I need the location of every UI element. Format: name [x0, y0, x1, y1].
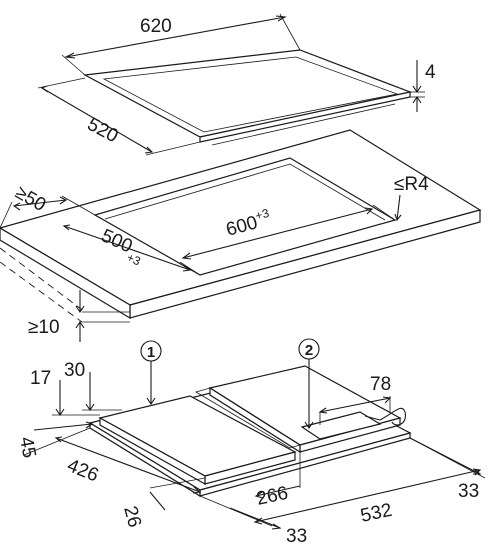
width-266-label: 266: [255, 483, 290, 510]
hob-depth-dimension: [37, 77, 201, 156]
front-clearance-label: ≥50: [12, 182, 50, 216]
hob-thickness-label: 4: [425, 62, 436, 83]
bottom-33-dimension: [199, 495, 282, 530]
worktop-clearance-dimension: [75, 290, 130, 342]
offset-30-label: 30: [64, 360, 85, 381]
worktop-clearance-label: ≥10: [28, 317, 60, 338]
right-33-label: 33: [458, 481, 479, 502]
depth-426-label: 426: [64, 455, 101, 486]
offset-17-label: 17: [30, 368, 51, 389]
offset-17-dimension: [52, 380, 100, 416]
callout-1: [140, 340, 162, 405]
bottom-33-label: 33: [286, 526, 307, 547]
cutout-depth-dimension: [62, 224, 192, 272]
connection-box: [300, 407, 406, 440]
connector-78-dimension: [318, 396, 392, 425]
hob-width-label: 620: [140, 16, 172, 37]
cutout-front-clearance-dimension: [0, 195, 96, 229]
callout-1-label: 1: [147, 344, 155, 361]
front-45-dimension: [23, 421, 94, 456]
hob-depth-label: 520: [84, 114, 122, 147]
hob-thickness-dimension: [410, 60, 425, 112]
offset-30-dimension: [82, 372, 122, 411]
callout-2-label: 2: [305, 342, 313, 359]
hob-unit-1: [98, 395, 297, 486]
offset-26-label: 26: [119, 504, 145, 530]
cutout-width-dimension: [179, 204, 396, 276]
front-45-label: 45: [15, 435, 39, 459]
hob-panel: [83, 49, 413, 146]
width-532-label: 532: [359, 500, 394, 527]
right-33-dimension: [409, 437, 482, 475]
callout-2: [298, 338, 320, 429]
connector-78-label: 78: [370, 374, 391, 395]
worktop-extension-dashes: [0, 247, 86, 323]
hob-width-dimension: [61, 13, 301, 76]
width-266-dimension: [254, 452, 301, 499]
offset-26-dimension: [149, 477, 206, 511]
corner-radius-callout: [394, 194, 402, 222]
corner-radius-label: ≤R4: [394, 174, 429, 195]
